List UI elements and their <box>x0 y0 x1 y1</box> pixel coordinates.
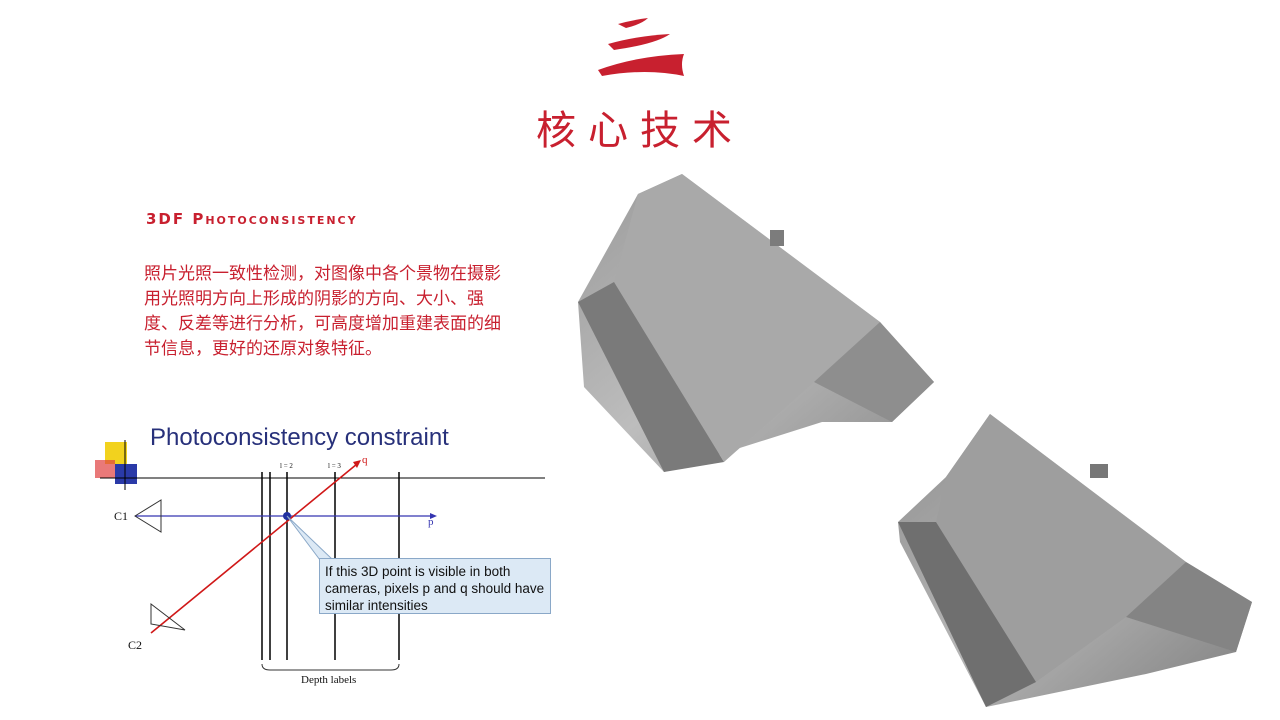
photoconsistency-diagram <box>95 440 545 671</box>
building-model-image-1 <box>578 174 934 472</box>
camera1-label: C1 <box>114 509 129 523</box>
section-subheading: 3DF Photoconsistency <box>146 210 358 228</box>
tick-label-3: l = 3 <box>328 462 341 470</box>
brand-wave-logo-icon <box>598 18 684 76</box>
tick-label-2: l = 2 <box>280 462 293 470</box>
depth-labels: Depth labels <box>301 674 357 686</box>
building-model-image-2 <box>898 414 1252 707</box>
pixel-q-label: q <box>362 454 368 466</box>
section-description: 照片光照一致性检测，对图像中各个景物在摄影用光照明方向上形成的阴影的方向、大小、… <box>144 264 501 359</box>
pixel-p-label: p <box>428 516 434 528</box>
diagram-title: Photoconsistency constraint <box>150 424 449 451</box>
page-title: 核心技术 <box>536 108 744 154</box>
camera2-label: C2 <box>128 638 143 652</box>
callout-box: If this 3D point is visible in both came… <box>319 558 551 614</box>
